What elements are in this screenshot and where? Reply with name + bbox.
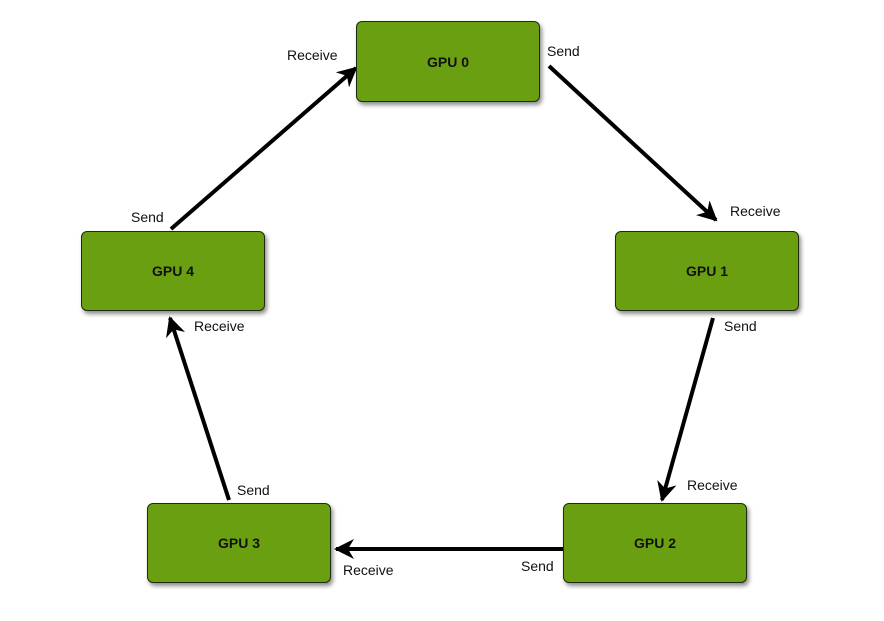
send-label-gpu4: Send [131,209,164,225]
gpu-node-4: GPU 4 [81,231,265,311]
send-label-gpu3: Send [237,482,270,498]
gpu-node-label: GPU 4 [151,263,194,279]
gpu-node-3: GPU 3 [147,503,331,583]
gpu-node-label: GPU 3 [217,535,260,551]
receive-label-gpu3: Receive [343,562,394,578]
receive-label-gpu2: Receive [687,477,738,493]
gpu-node-label: GPU 2 [633,535,676,551]
receive-label-gpu0: Receive [287,47,338,63]
arrow-gpu0-to-gpu1 [547,64,718,222]
send-label-gpu0: Send [547,43,580,59]
arrow-gpu1-to-gpu2 [657,317,715,502]
arrow-gpu3-to-gpu4 [166,316,231,501]
gpu-node-1: GPU 1 [615,231,799,311]
send-label-gpu2: Send [521,558,554,574]
arrow-gpu4-to-gpu0 [169,66,358,231]
gpu-node-2: GPU 2 [563,503,747,583]
send-label-gpu1: Send [724,318,757,334]
gpu-node-label: GPU 0 [426,53,469,70]
receive-label-gpu1: Receive [730,203,781,219]
gpu-node-label: GPU 1 [685,263,728,279]
receive-label-gpu4: Receive [194,318,245,334]
gpu-node-0: GPU 0 [356,21,540,102]
